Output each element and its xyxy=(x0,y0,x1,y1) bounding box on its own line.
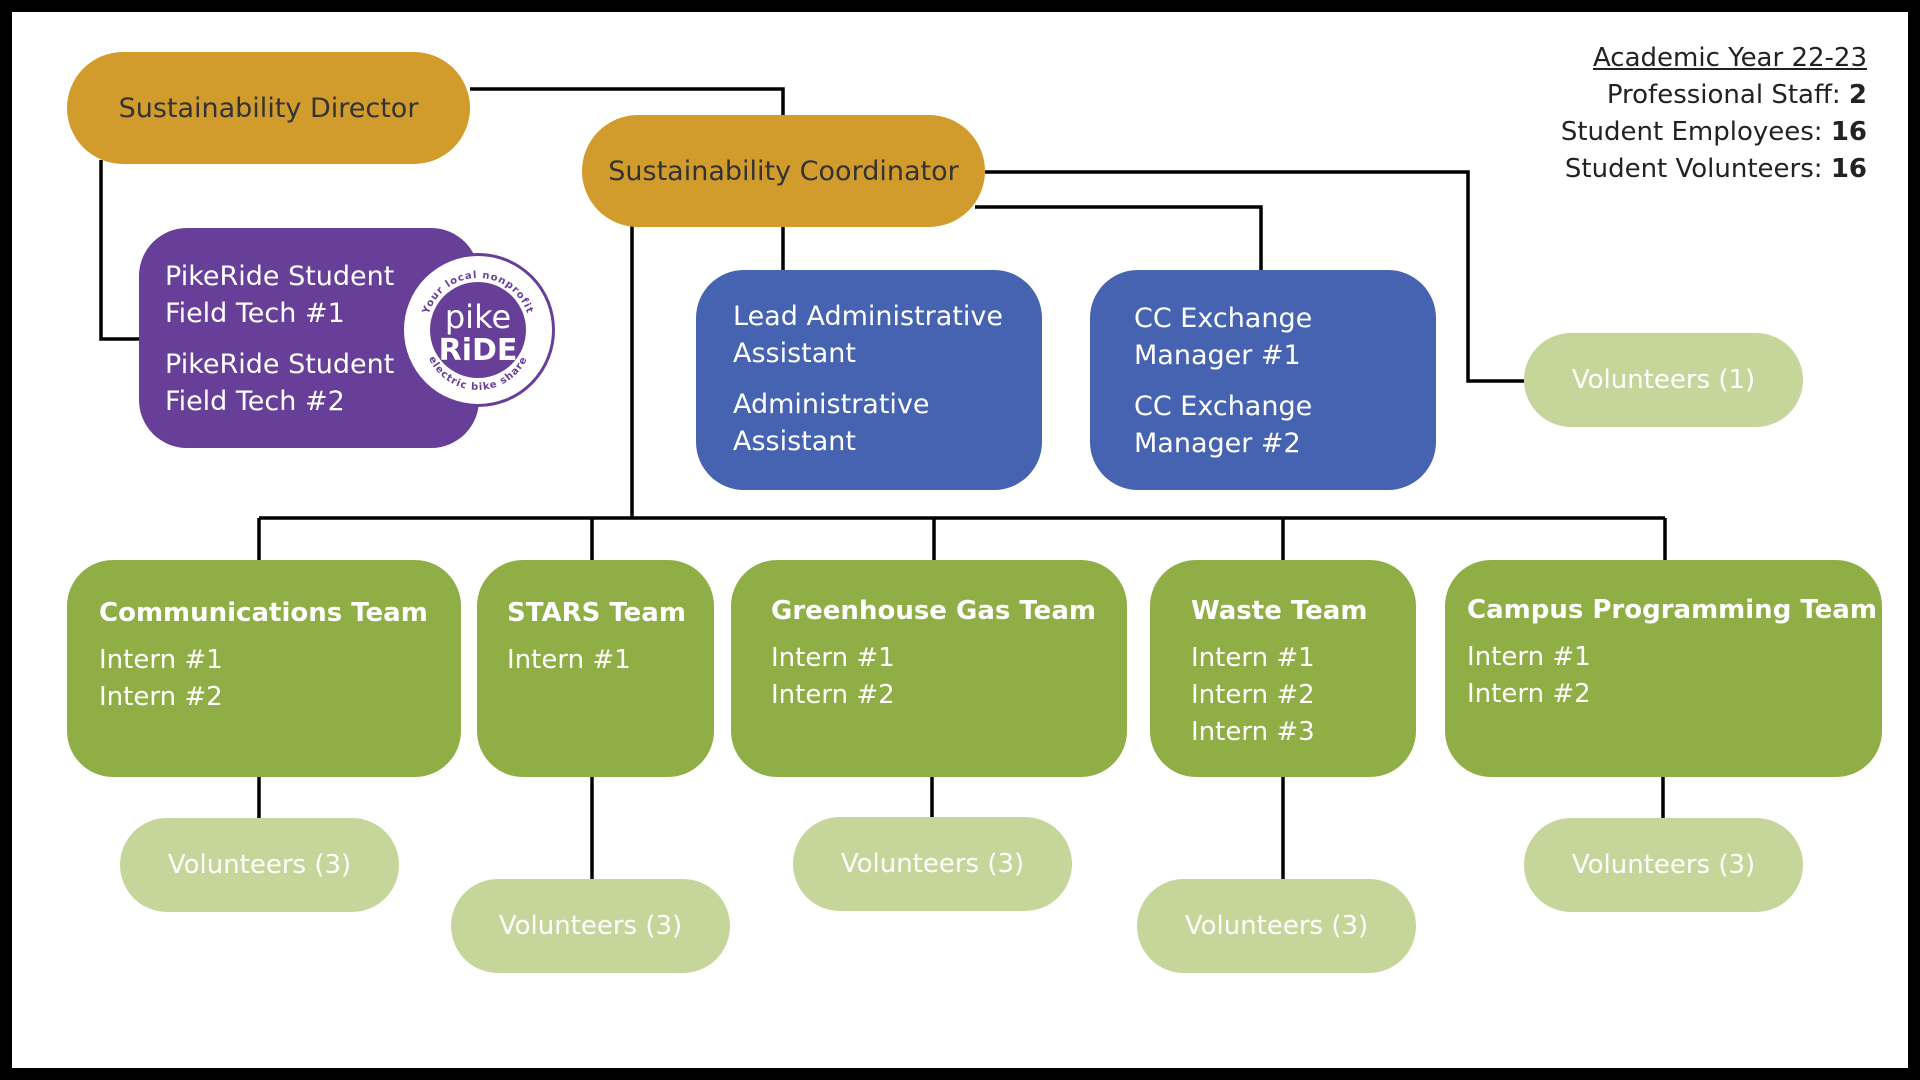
director-coordinator-connector xyxy=(470,87,785,116)
campus-programming-volunteers-node: Volunteers (3) xyxy=(1524,818,1803,912)
team-name: STARS Team xyxy=(507,598,686,628)
administrative-assistants-node: Lead Administrative Assistant Administra… xyxy=(696,270,1042,490)
exchange-role-2: CC Exchange Manager #2 xyxy=(1134,391,1313,459)
summary-student-volunteers: Student Volunteers: 16 xyxy=(1564,154,1867,184)
communications-volunteers-node: Volunteers (3) xyxy=(120,818,399,912)
coordinator-label: Sustainability Coordinator xyxy=(608,155,959,187)
team-stars-node: STARS Team Intern #1 xyxy=(477,560,714,777)
admin-role-1: Lead Administrative Assistant xyxy=(733,301,1003,369)
waste-volunteers-node: Volunteers (3) xyxy=(1137,879,1416,973)
team-waste-node: Waste Team Intern #1 Intern #2 Intern #3 xyxy=(1150,560,1416,777)
summary-student-employees: Student Employees: 16 xyxy=(1560,117,1867,147)
coordinator-volunteers-node: Volunteers (1) xyxy=(1524,333,1803,427)
staffing-summary: Academic Year 22-23 Professional Staff: … xyxy=(1561,40,1867,188)
cc-exchange-managers-node: CC Exchange Manager #1 CC Exchange Manag… xyxy=(1090,270,1436,490)
team-name: Waste Team xyxy=(1191,596,1368,626)
team-name: Campus Programming Team xyxy=(1467,595,1877,625)
coordinator-volunteers-connector xyxy=(985,170,1524,383)
team-member: Intern #1 xyxy=(1467,642,1591,672)
team-greenhouse-gas-node: Greenhouse Gas Team Intern #1 Intern #2 xyxy=(731,560,1127,777)
summary-heading: Academic Year 22-23 xyxy=(1592,43,1867,73)
stars-volunteers-node: Volunteers (3) xyxy=(451,879,730,973)
exchange-role-1: CC Exchange Manager #1 xyxy=(1134,303,1313,371)
team-member: Intern #1 xyxy=(1191,643,1315,673)
pikeride-role-1: PikeRide Student Field Tech #1 xyxy=(165,261,395,329)
greenhouse-gas-volunteers-node: Volunteers (3) xyxy=(793,817,1072,911)
team-member: Intern #2 xyxy=(99,682,223,712)
pikeride-field-tech-node: PikeRide Student Field Tech #1 PikeRide … xyxy=(139,228,479,448)
sustainability-coordinator-node: Sustainability Coordinator xyxy=(582,115,985,227)
coordinator-exchange-connector xyxy=(975,205,1263,270)
logo-word-pike: pike xyxy=(445,298,511,336)
director-label: Sustainability Director xyxy=(118,92,419,124)
sustainability-director-node: Sustainability Director xyxy=(67,52,470,164)
pikeride-logo: Your local nonprofit electric bike share… xyxy=(401,253,555,407)
admin-role-2: Administrative Assistant xyxy=(733,389,930,457)
team-member: Intern #1 xyxy=(99,645,223,675)
team-name: Greenhouse Gas Team xyxy=(771,596,1096,626)
team-member: Intern #1 xyxy=(507,645,631,675)
team-campus-programming-node: Campus Programming Team Intern #1 Intern… xyxy=(1445,560,1882,777)
team-member: Intern #2 xyxy=(771,680,895,710)
pikeride-role-2: PikeRide Student Field Tech #2 xyxy=(165,349,395,417)
team-name: Communications Team xyxy=(99,598,428,628)
director-pikeride-connector xyxy=(99,160,139,341)
logo-word-ride: RiDE xyxy=(439,333,518,368)
team-member: Intern #1 xyxy=(771,643,895,673)
team-member: Intern #3 xyxy=(1191,717,1315,747)
pikeride-logo-ring-text: Your local nonprofit electric bike share… xyxy=(415,267,541,393)
team-communications-node: Communications Team Intern #1 Intern #2 xyxy=(67,560,461,777)
team-member: Intern #2 xyxy=(1191,680,1315,710)
summary-professional-staff: Professional Staff: 2 xyxy=(1606,80,1867,110)
team-member: Intern #2 xyxy=(1467,679,1591,709)
